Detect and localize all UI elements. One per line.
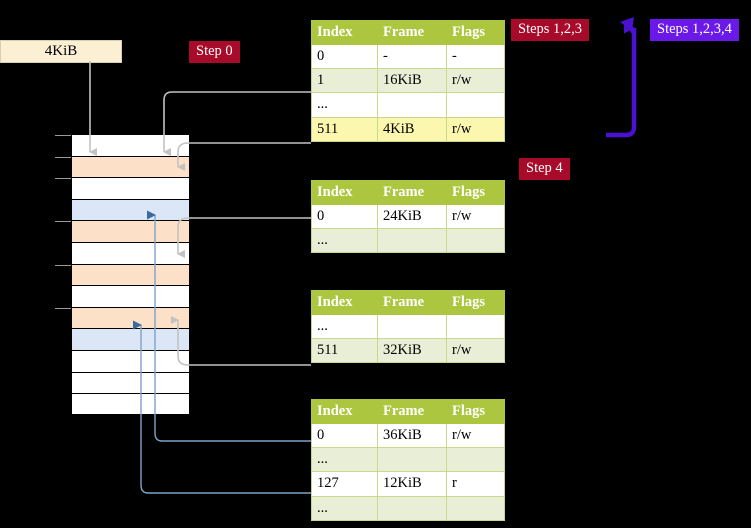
arrow-steps-1234-violet [606, 17, 637, 138]
cell-index: 127 [311, 471, 378, 497]
memory-frame-white [71, 242, 190, 264]
cell-index: 0 [311, 44, 378, 70]
cell-index: 0 [311, 204, 378, 230]
cell-index: ... [311, 228, 378, 254]
memory-frame-white [55, 177, 190, 200]
cell-frame [377, 228, 447, 254]
table-row: ... [311, 495, 505, 521]
memory-frame-blue [71, 328, 190, 351]
cell-flags: r [446, 471, 505, 497]
cell-flags: r/w [446, 338, 505, 364]
cell-frame [377, 92, 447, 118]
column-header-flags: Flags [446, 19, 505, 46]
memory-frame-white [71, 371, 190, 394]
cell-flags [446, 447, 505, 473]
memory-frame-white [55, 134, 190, 156]
badge-step-4: Step 4 [519, 158, 570, 181]
column-header-flags: Flags [446, 398, 505, 425]
memory-tick-mark [55, 264, 71, 266]
table-row: 0-- [311, 44, 505, 70]
size-box-4kib: 4KiB [0, 40, 122, 63]
connector-level1-hl-to-memory [177, 142, 311, 171]
column-header-frame: Frame [377, 398, 447, 425]
memory-frame-white [71, 393, 190, 416]
memory-frame-orange [55, 220, 190, 243]
cell-flags [446, 92, 505, 118]
cell-index: 511 [311, 116, 378, 142]
cell-flags: r/w [446, 423, 505, 449]
column-header-frame: Frame [377, 179, 447, 206]
cell-flags [446, 314, 505, 340]
cell-frame [377, 447, 447, 473]
badge-steps-1234: Steps 1,2,3,4 [650, 19, 739, 42]
connector-level3-to-memory [171, 316, 311, 366]
memory-tick-mark [55, 156, 71, 158]
cell-frame: 24KiB [377, 204, 447, 230]
column-header-flags: Flags [446, 179, 505, 206]
cell-flags [446, 228, 505, 254]
physical-memory-column [55, 134, 190, 416]
cell-flags: r/w [446, 68, 505, 94]
cell-frame [377, 314, 447, 340]
cell-flags: - [446, 44, 505, 70]
cell-frame: 12KiB [377, 471, 447, 497]
memory-frame-orange [55, 263, 190, 286]
table-row: ... [311, 92, 505, 118]
cell-index: ... [311, 495, 378, 521]
cell-frame: - [377, 44, 447, 70]
column-header-index: Index [311, 19, 378, 46]
table-row: ... [311, 228, 505, 254]
column-header-index: Index [311, 398, 378, 425]
cell-frame: 36KiB [377, 423, 447, 449]
connector-level2-to-memory [177, 217, 311, 258]
column-header-frame: Frame [377, 19, 447, 46]
cell-flags [446, 495, 505, 521]
cell-flags: r/w [446, 116, 505, 142]
cell-frame: 4KiB [377, 116, 447, 142]
cell-index: ... [311, 447, 378, 473]
cell-flags: r/w [446, 204, 505, 230]
memory-tick-mark [55, 135, 71, 136]
table-row: ... [311, 314, 505, 340]
memory-tick-mark [55, 178, 71, 180]
cell-index: ... [311, 314, 378, 340]
cell-frame: 32KiB [377, 338, 447, 364]
cell-frame: 16KiB [377, 68, 447, 94]
memory-frame-blue [71, 198, 190, 221]
column-header-index: Index [311, 179, 378, 206]
memory-tick-mark [55, 307, 71, 309]
cell-index: 0 [311, 423, 378, 449]
cell-index: 1 [311, 68, 378, 94]
memory-frame-white [71, 350, 190, 372]
badge-step-0: Step 0 [189, 41, 240, 64]
cell-index: 511 [311, 338, 378, 364]
memory-frame-white [71, 285, 190, 308]
badge-steps-123: Steps 1,2,3 [511, 19, 590, 42]
cell-index: ... [311, 92, 378, 118]
column-header-frame: Frame [377, 289, 447, 316]
column-header-flags: Flags [446, 289, 505, 316]
memory-tick-mark [55, 221, 71, 223]
memory-frame-orange [55, 306, 190, 329]
table-row: ... [311, 447, 505, 473]
memory-frame-orange [55, 155, 190, 178]
cell-frame [377, 495, 447, 521]
column-header-index: Index [311, 289, 378, 316]
